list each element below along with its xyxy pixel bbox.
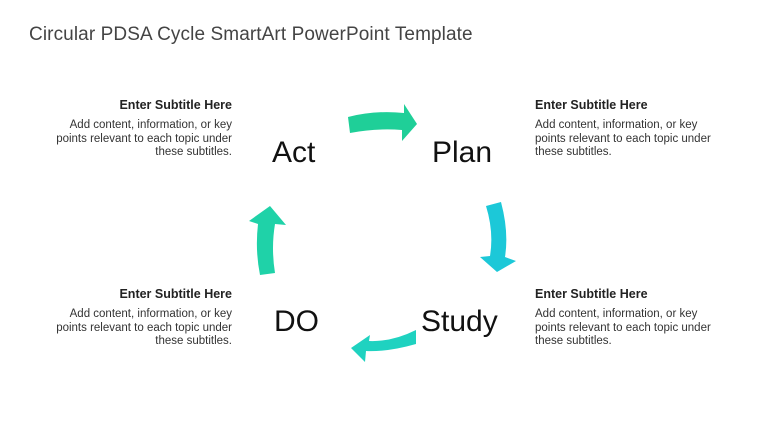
arrow-up-icon <box>249 206 286 275</box>
subtitle: Enter Subtitle Here <box>535 98 648 112</box>
arrow-left-icon <box>351 330 416 362</box>
slide-title: Circular PDSA Cycle SmartArt PowerPoint … <box>29 24 473 45</box>
text-block-top-left: Enter Subtitle Here Add content, informa… <box>42 98 232 160</box>
body-text: Add content, information, or key points … <box>56 308 232 347</box>
text-block-top-right: Enter Subtitle Here Add content, informa… <box>535 98 725 160</box>
body-text: Add content, information, or key points … <box>535 119 711 158</box>
body-text: Add content, information, or key points … <box>56 119 232 158</box>
text-block-bottom-left: Enter Subtitle Here Add content, informa… <box>42 287 232 349</box>
subtitle: Enter Subtitle Here <box>119 98 232 112</box>
subtitle: Enter Subtitle Here <box>535 287 648 301</box>
stage-act: Act <box>272 136 316 169</box>
arrow-right-icon <box>348 104 417 141</box>
body-text: Add content, information, or key points … <box>535 308 711 347</box>
stage-do: DO <box>274 305 319 338</box>
stage-study: Study <box>421 305 498 338</box>
stage-plan: Plan <box>432 136 493 169</box>
text-block-bottom-right: Enter Subtitle Here Add content, informa… <box>535 287 725 349</box>
subtitle: Enter Subtitle Here <box>119 287 232 301</box>
arrow-down-icon <box>480 202 516 272</box>
